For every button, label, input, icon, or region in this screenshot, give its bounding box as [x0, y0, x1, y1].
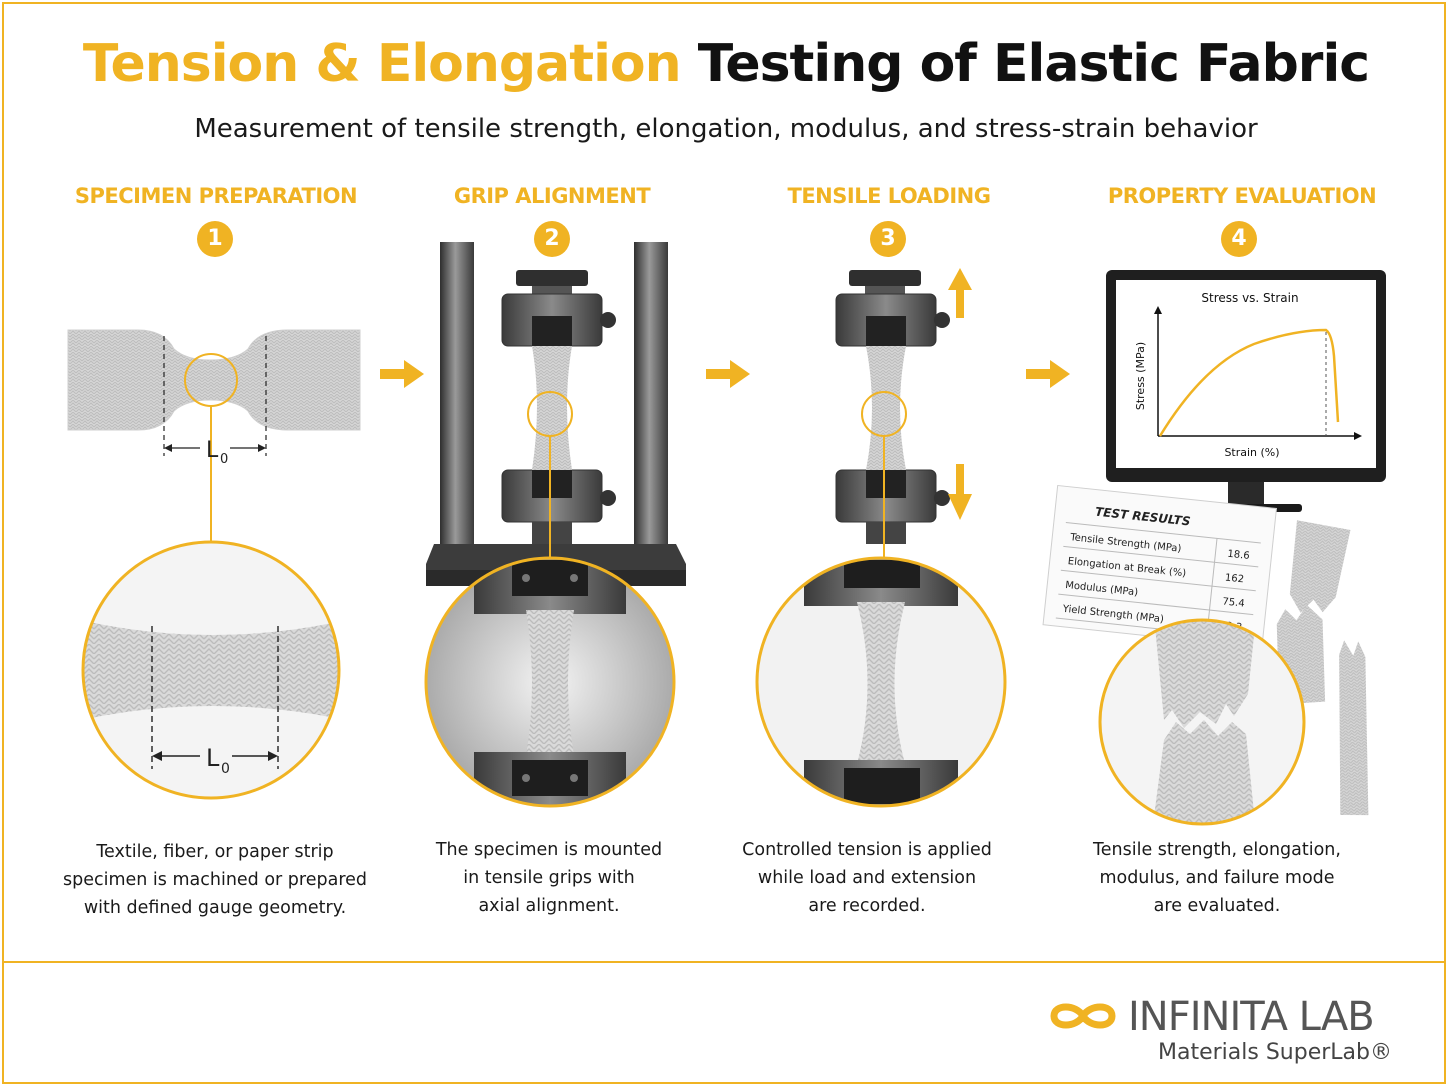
chart-y-axis-arrow [1154, 306, 1162, 314]
step-2-title: GRIP ALIGNMENT [453, 184, 651, 208]
step-3-description: Controlled tension is applied while load… [702, 836, 1032, 920]
results-row-value: 162 [1224, 573, 1244, 586]
step-2-number: 2 [534, 221, 570, 257]
step-4-number: 4 [1221, 221, 1257, 257]
description-line: The specimen is mounted [435, 840, 663, 860]
step-1-number: 1 [197, 221, 233, 257]
results-sheet: TEST RESULTS Tensile Strength (MPa) 18.6… [1042, 484, 1278, 649]
description-line: Tensile strength, elongation, [1093, 840, 1341, 860]
page-subtitle: Measurement of tensile strength, elongat… [194, 114, 1258, 144]
chart-xlabel: Strain (%) [1224, 446, 1279, 459]
mounted-specimen [532, 346, 572, 470]
arrow-right-icon [380, 360, 424, 388]
process-illustration: L 0 L 0 [67, 242, 1386, 826]
title-rest: Testing of Elastic Fabric [697, 34, 1370, 94]
description-line: in tensile grips with [463, 868, 635, 888]
step-3-title: TENSILE LOADING [787, 184, 991, 208]
dogbone-specimen [67, 329, 361, 542]
lower-grip [501, 469, 616, 544]
zoom-gauge-sub: 0 [221, 761, 230, 777]
stress-strain-curve [1158, 328, 1340, 437]
description-line: are evaluated. [1153, 896, 1281, 916]
brand-name: INFINITA LAB [1128, 994, 1375, 1040]
step-1-title: SPECIMEN PREPARATION [74, 184, 358, 208]
page-title: Tension & Elongation Testing of Elastic … [4, 34, 1448, 94]
arrow-up-icon [948, 268, 972, 318]
description-line: with defined gauge geometry. [83, 898, 347, 918]
chart-title: Stress vs. Strain [1201, 291, 1298, 305]
chart-ylabel: Stress (MPa) [1134, 342, 1147, 410]
specimen-zoom-circle [81, 540, 341, 800]
step-2-description: The specimen is mounted in tensile grips… [384, 836, 714, 920]
monitor [1106, 270, 1386, 512]
description-line: Textile, fiber, or paper strip [96, 842, 334, 862]
step-1-description: Textile, fiber, or paper strip specimen … [50, 838, 380, 922]
zoom-gauge-label: L [206, 744, 220, 772]
stretched-specimen [866, 346, 906, 470]
upper-grip [501, 270, 616, 347]
arrow-right-icon [1026, 360, 1070, 388]
loading-lower-grip [835, 469, 950, 544]
description-line: while load and extension [757, 868, 977, 888]
grip-zoom-circle [424, 556, 676, 808]
loading-upper-grip [835, 270, 950, 347]
arrow-right-icon [706, 360, 750, 388]
chart-x-axis-arrow [1354, 432, 1362, 440]
description-line: modulus, and failure mode [1099, 868, 1335, 888]
arrow-down-icon [948, 464, 972, 520]
step-4-description: Tensile strength, elongation, modulus, a… [1052, 836, 1382, 920]
loading-zoom-circle [755, 556, 1007, 808]
title-accent: Tension & Elongation [82, 34, 682, 94]
failure-zoom-circle [1098, 618, 1306, 826]
description-line: Controlled tension is applied [742, 840, 992, 860]
step-4-title: PROPERTY EVALUATION [1107, 184, 1377, 208]
results-row-value: 18.6 [1227, 549, 1250, 562]
gauge-length-label: L [206, 438, 219, 463]
description-line: axial alignment. [478, 896, 620, 916]
results-row-value: 75.4 [1222, 596, 1245, 609]
step-3-number: 3 [870, 221, 906, 257]
description-line: are recorded. [808, 896, 926, 916]
brand-tagline: Materials SuperLab® [1158, 1040, 1392, 1065]
footer-divider [4, 961, 1444, 963]
gauge-length-sub: 0 [220, 452, 228, 467]
description-line: specimen is machined or prepared [62, 870, 368, 890]
infinity-logo-icon [1050, 1003, 1116, 1029]
